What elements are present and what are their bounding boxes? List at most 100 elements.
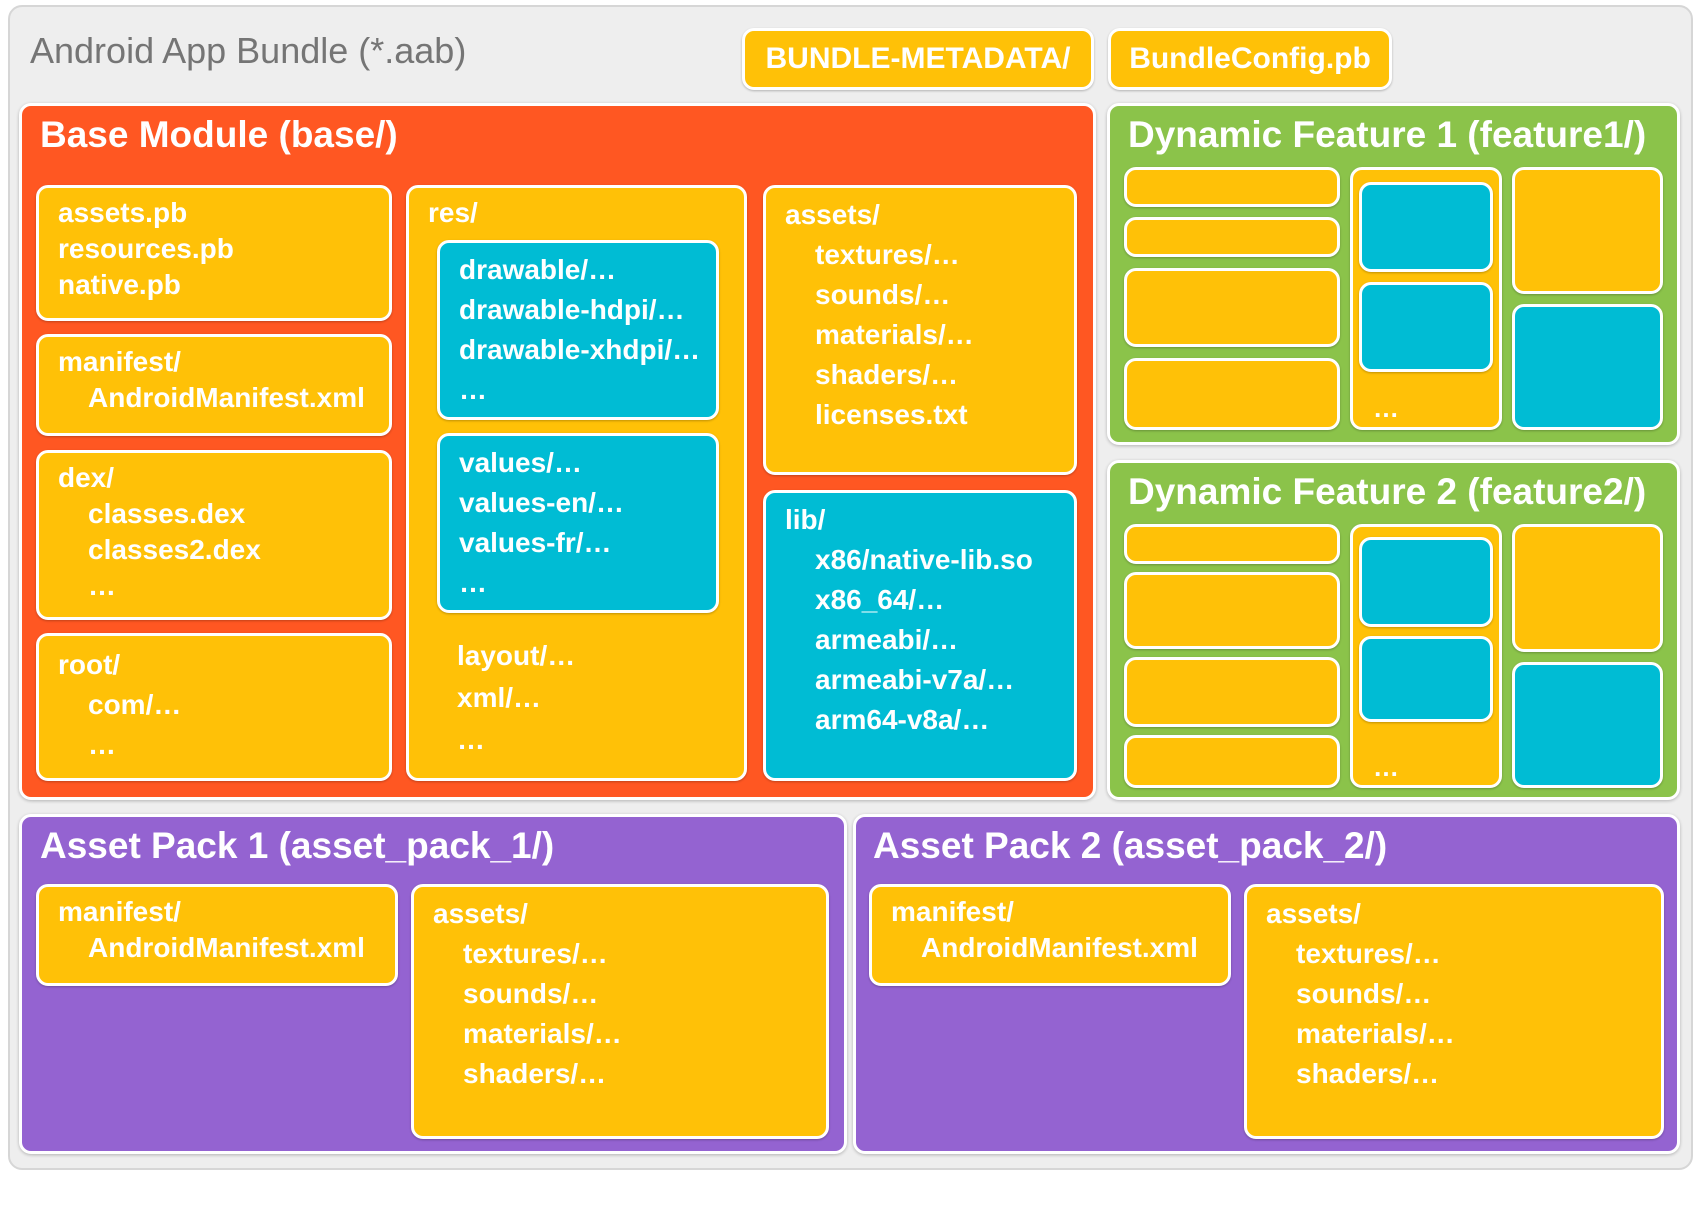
file-assets-pb: assets.pb <box>58 197 188 228</box>
feature1-block <box>1124 268 1340 347</box>
dex-file-classes2: classes2.dex <box>88 534 261 565</box>
values-folder <box>437 433 719 613</box>
asset-pack-1-manifest-file: AndroidManifest.xml <box>88 932 365 963</box>
manifest-file: AndroidManifest.xml <box>88 382 365 413</box>
base-textures-dir: textures/… <box>815 239 960 270</box>
asset-pack-2-title: Asset Pack 2 (asset_pack_2/) <box>873 825 1388 866</box>
asset-pack-2-manifest-file: AndroidManifest.xml <box>921 932 1198 963</box>
feature2-block <box>1124 572 1340 649</box>
asset-pack-1-assets-dir: assets/ <box>433 898 528 929</box>
values-list: values/… values-en/… values-fr/… … <box>459 443 624 603</box>
base-sounds-dir: sounds/… <box>815 279 951 310</box>
feature2-subfolder <box>1512 662 1663 788</box>
drawable-hdpi-dir: drawable-hdpi/… <box>459 294 685 325</box>
dynamic-feature-1-title: Dynamic Feature 1 (feature1/) <box>1128 114 1647 155</box>
base-module-title: Base Module (base/) <box>40 114 398 155</box>
root-dir-label: root/ <box>58 649 121 680</box>
layout-dir: layout/… <box>457 640 576 671</box>
asset-pack-2-assets-dir: assets/ <box>1266 898 1361 929</box>
manifest-folder-contents: manifest/ AndroidManifest.xml <box>58 344 365 416</box>
dex-ellipsis: … <box>88 570 116 601</box>
drawable-ellipsis: … <box>459 374 487 405</box>
dynamic-feature-2-title: Dynamic Feature 2 (feature2/) <box>1128 471 1647 512</box>
drawable-xhdpi-dir: drawable-xhdpi/… <box>459 334 701 365</box>
feature1-ellipsis: … <box>1373 393 1399 423</box>
feature2-block <box>1512 524 1663 652</box>
asset-pack-2-manifest-contents: manifest/ AndroidManifest.xml <box>891 894 1198 966</box>
licenses-file: licenses.txt <box>815 399 968 430</box>
file-resources-pb: resources.pb <box>58 233 234 264</box>
root-ellipsis: … <box>88 729 116 760</box>
bundle-config-item: BundleConfig.pb <box>1108 28 1392 90</box>
base-shaders-dir: shaders/… <box>815 359 959 390</box>
asset-pack-1-title: Asset Pack 1 (asset_pack_1/) <box>40 825 555 866</box>
asset-pack-1-textures: textures/… <box>463 938 608 969</box>
root-com-dir: com/… <box>88 689 182 720</box>
base-assets-folder <box>763 185 1077 475</box>
values-fr-dir: values-fr/… <box>459 527 612 558</box>
pb-files-folder <box>36 185 392 321</box>
asset-pack-2-textures: textures/… <box>1296 938 1441 969</box>
values-dir: values/… <box>459 447 582 478</box>
lib-armeabi-v7a: armeabi-v7a/… <box>815 664 1015 695</box>
asset-pack-2-materials: materials/… <box>1296 1018 1455 1049</box>
dex-folder-contents: dex/ classes.dex classes2.dex … <box>58 460 261 604</box>
lib-dir-label: lib/ <box>785 504 826 535</box>
dex-file-classes: classes.dex <box>88 498 246 529</box>
drawable-folder <box>437 240 719 420</box>
asset-pack-2-assets-list: assets/ textures/… sounds/… materials/… … <box>1266 894 1455 1094</box>
manifest-dir-label: manifest/ <box>58 346 181 377</box>
lib-x86: x86/native-lib.so <box>815 544 1033 575</box>
feature1-block <box>1512 167 1663 294</box>
asset-pack-1-assets-folder <box>411 884 829 1139</box>
res-dir-label: res/ <box>428 197 478 228</box>
asset-pack-2-manifest-folder <box>869 884 1231 986</box>
values-en-dir: values-en/… <box>459 487 624 518</box>
feature2-block <box>1124 524 1340 564</box>
asset-pack-1-manifest-folder <box>36 884 398 986</box>
feature2-block <box>1124 735 1340 788</box>
base-assets-dir-label: assets/ <box>785 199 880 230</box>
xml-dir: xml/… <box>457 682 542 713</box>
values-ellipsis: … <box>459 567 487 598</box>
pb-files-list: assets.pb resources.pb native.pb <box>58 195 234 303</box>
dex-dir-label: dex/ <box>58 462 115 493</box>
asset-pack-1-assets-list: assets/ textures/… sounds/… materials/… … <box>433 894 622 1094</box>
asset-pack-1-sounds: sounds/… <box>463 978 599 1009</box>
feature1-block <box>1124 167 1340 207</box>
asset-pack-2-sounds: sounds/… <box>1296 978 1432 1009</box>
feature2-subfolder <box>1359 636 1493 722</box>
feature2-block <box>1124 657 1340 727</box>
asset-pack-1-shaders: shaders/… <box>463 1058 607 1089</box>
feature1-block <box>1124 358 1340 430</box>
res-other-list: layout/… xml/… … <box>457 635 575 761</box>
feature2-ellipsis: … <box>1373 752 1399 782</box>
lib-arm64-v8a: arm64-v8a/… <box>815 704 990 735</box>
asset-pack-2-shaders: shaders/… <box>1296 1058 1440 1089</box>
asset-pack-1-manifest-dir: manifest/ <box>58 896 181 927</box>
asset-pack-2-assets-folder <box>1244 884 1664 1139</box>
bundle-title: Android App Bundle (*.aab) <box>30 30 467 71</box>
drawable-list: drawable/… drawable-hdpi/… drawable-xhdp… <box>459 250 700 410</box>
feature2-subfolder <box>1359 537 1493 627</box>
lib-folder <box>763 490 1077 781</box>
asset-pack-1-manifest-contents: manifest/ AndroidManifest.xml <box>58 894 365 966</box>
lib-x86-64: x86_64/… <box>815 584 945 615</box>
asset-pack-1-materials: materials/… <box>463 1018 622 1049</box>
dex-folder <box>36 450 392 620</box>
feature1-subfolder <box>1512 304 1663 430</box>
file-native-pb: native.pb <box>58 269 181 300</box>
bundle-metadata-item: BUNDLE-METADATA/ <box>742 28 1094 90</box>
base-materials-dir: materials/… <box>815 319 974 350</box>
res-other-ellipsis: … <box>457 724 485 755</box>
lib-armeabi: armeabi/… <box>815 624 959 655</box>
base-assets-list: assets/ textures/… sounds/… materials/… … <box>785 195 974 435</box>
drawable-dir: drawable/… <box>459 254 617 285</box>
root-folder <box>36 633 392 781</box>
manifest-folder <box>36 334 392 436</box>
lib-list: lib/ x86/native-lib.so x86_64/… armeabi/… <box>785 500 1033 740</box>
feature1-block <box>1124 217 1340 257</box>
feature1-subfolder <box>1359 282 1493 372</box>
root-folder-contents: root/ com/… … <box>58 645 181 765</box>
feature1-subfolder <box>1359 182 1493 272</box>
